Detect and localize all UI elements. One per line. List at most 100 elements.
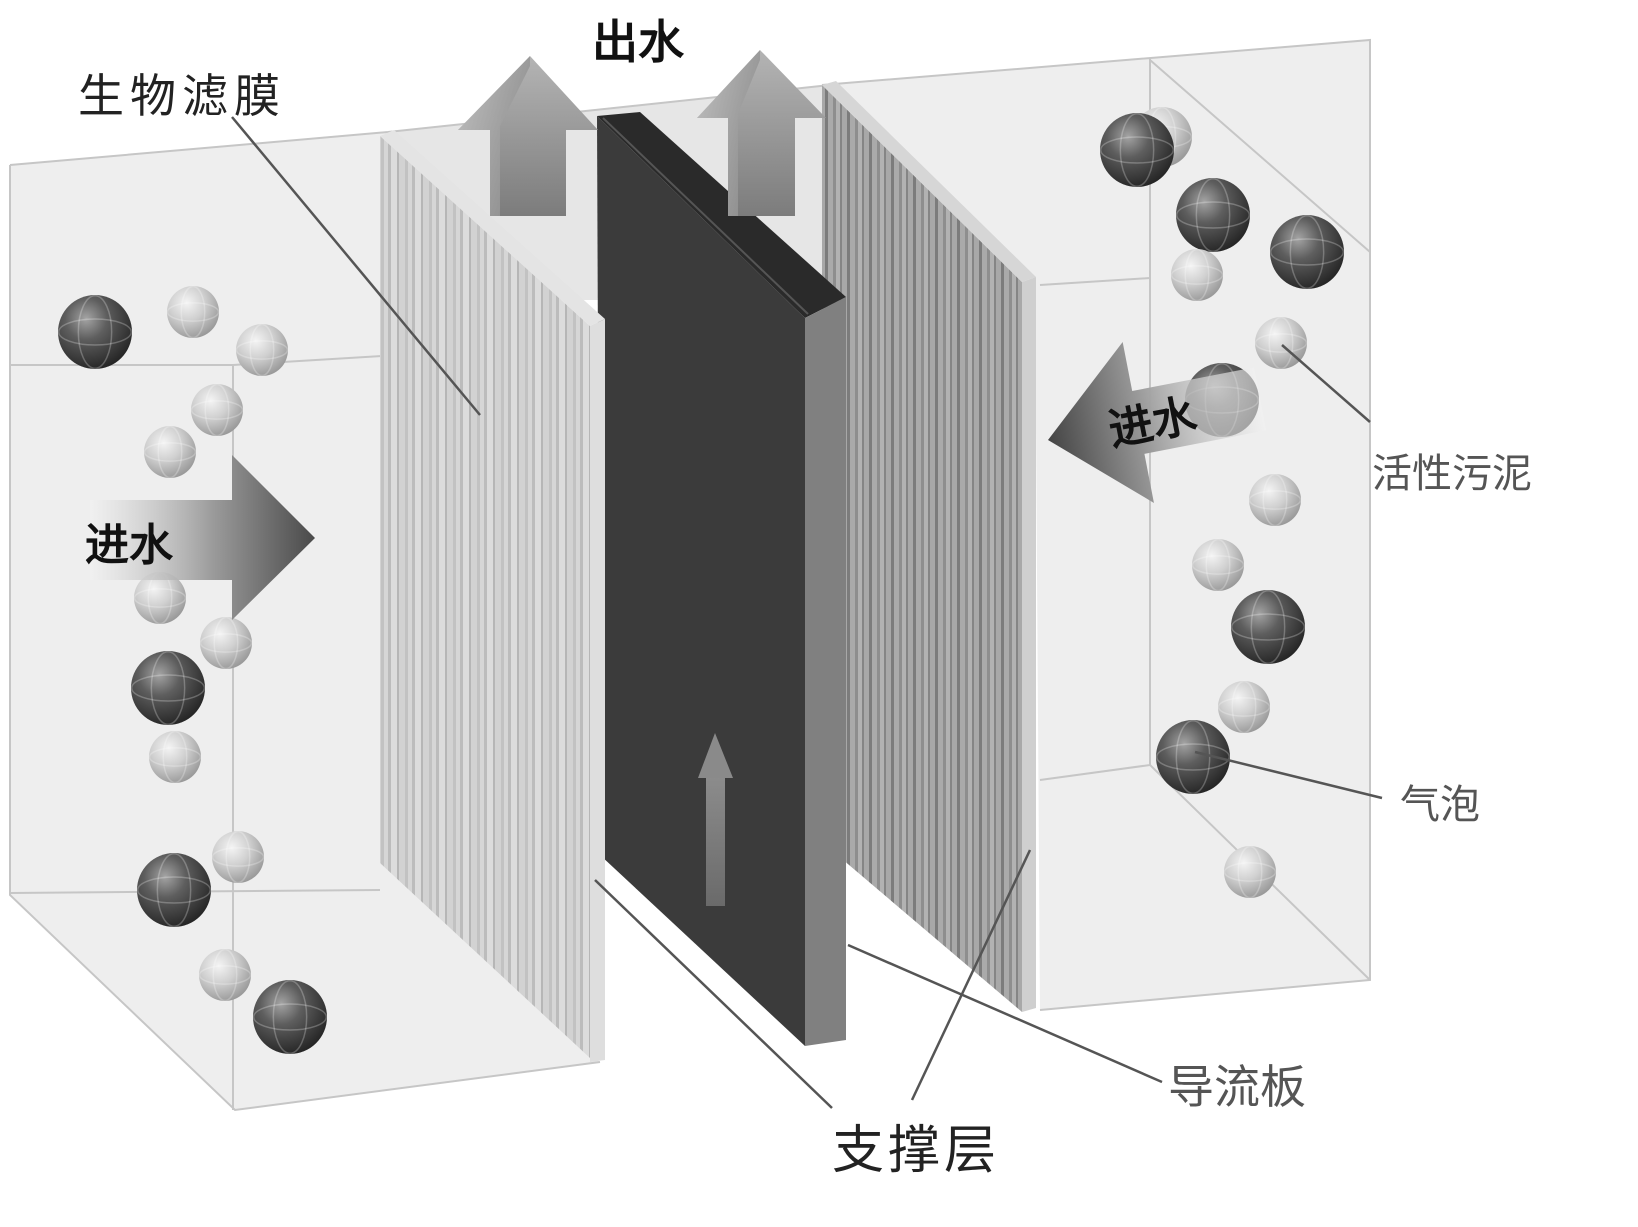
- right-biofilm-membrane: [822, 81, 1036, 1012]
- sludge-particle-body: [1192, 539, 1244, 591]
- sludge-particle-body: [236, 324, 288, 376]
- upflow-arrow: [698, 733, 733, 906]
- air-bubble-body: [1100, 113, 1174, 187]
- air-bubble-body: [1156, 720, 1230, 794]
- guide-plate-side: [805, 297, 846, 1046]
- activated-sludge-label: 活性污泥: [1372, 451, 1532, 497]
- biofilm-leader-line: [231, 116, 481, 416]
- bubble-leader-line: [1194, 750, 1383, 800]
- air-bubble-body: [1231, 590, 1305, 664]
- left-biofilm-membrane: [380, 130, 605, 1062]
- sludge-particle-body: [1224, 846, 1276, 898]
- sludge-particle-body: [1218, 681, 1270, 733]
- air-bubble-body: [131, 651, 205, 725]
- sludge-particle-meridian: [180, 285, 206, 339]
- outlet-arrow-left-shade: [458, 56, 530, 216]
- air-bubble: [252, 979, 328, 1055]
- sludge-particle: [148, 730, 202, 784]
- right-membrane-top-edge: [822, 81, 1036, 282]
- air-bubble-meridian: [1195, 177, 1231, 253]
- guide-plate: [597, 112, 846, 1046]
- air-bubble-body: [253, 980, 327, 1054]
- air-bubble-body: [1270, 215, 1344, 289]
- sludge-particle: [166, 285, 220, 339]
- sludge-particle-meridian: [162, 730, 188, 784]
- sludge-particle-equator: [1254, 333, 1308, 353]
- outlet-arrow-right-shade: [697, 50, 760, 216]
- sludge-particle-equator: [190, 400, 244, 420]
- guide-plate-top: [597, 112, 846, 318]
- air-bubble: [136, 852, 212, 928]
- sludge-particle-equator: [133, 588, 187, 608]
- sludge-particle: [143, 425, 197, 479]
- sludge-particle-meridian: [1262, 473, 1288, 527]
- sludge-particle-equator: [1223, 862, 1277, 882]
- air-bubble-equator: [1230, 613, 1306, 641]
- left-membrane-face: [380, 136, 590, 1058]
- sludge-particle-meridian: [1231, 680, 1257, 734]
- sludge-particle-equator: [211, 847, 265, 867]
- sludge-particle: [1170, 248, 1224, 302]
- sludge-particle: [199, 616, 253, 670]
- air-bubble-equator: [136, 876, 212, 904]
- air-bubble-equator: [1155, 743, 1231, 771]
- sludge-particle-body: [191, 384, 243, 436]
- right-membrane-face: [822, 85, 1022, 1012]
- guide-plate-leader-line: [847, 943, 1163, 1084]
- air-bubble-meridian: [1175, 719, 1211, 795]
- guide-plate-label: 导流板: [1168, 1060, 1306, 1114]
- air-bubble: [1099, 112, 1175, 188]
- sludge-particle: [1217, 680, 1271, 734]
- air-bubble: [57, 294, 133, 370]
- sludge-particle-body: [1171, 249, 1223, 301]
- air-bubble: [1269, 214, 1345, 290]
- air-bubble-equator: [57, 318, 133, 346]
- air-bubble-equator: [1099, 136, 1175, 164]
- inlet-arrow-left: 进水: [85, 455, 315, 620]
- sludge-particle: [1223, 845, 1277, 899]
- outlet-arrow-right: [697, 50, 826, 216]
- sludge-particle: [235, 323, 289, 377]
- sludge-particle-meridian: [1184, 248, 1210, 302]
- biofilm-membrane-label: 生物滤膜: [78, 69, 286, 123]
- sludge-particle-equator: [235, 340, 289, 360]
- support-layer-leader-line-left: [594, 879, 833, 1109]
- sludge-particle: [1248, 473, 1302, 527]
- air-bubble-meridian: [272, 979, 308, 1055]
- sludge-particle-equator: [166, 302, 220, 322]
- sludge-particle-equator: [1191, 555, 1245, 575]
- air-bubble: [1230, 589, 1306, 665]
- air-bubble-meridian: [1119, 112, 1155, 188]
- left-membrane-top-edge: [380, 130, 605, 326]
- sludge-particle-equator: [198, 965, 252, 985]
- sludge-particle-meridian: [204, 383, 230, 437]
- sludge-particle-meridian: [249, 323, 275, 377]
- outlet-label: 出水: [592, 15, 685, 69]
- air-bubble-body: [58, 295, 132, 369]
- sludge-particle-body: [212, 831, 264, 883]
- right-tank-body: [822, 40, 1370, 1010]
- support-layer-label: 支撑层: [832, 1121, 1000, 1181]
- inlet-arrow-right: 进水: [1048, 341, 1267, 503]
- air-bubble: [1155, 719, 1231, 795]
- sludge-particle-meridian: [212, 948, 238, 1002]
- sludge-particle-equator: [199, 633, 253, 653]
- guide-plate-front: [597, 116, 805, 1046]
- upflow-arrow-head: [698, 733, 733, 778]
- right-membrane-side-edge: [1022, 277, 1036, 1012]
- sludge-particle-meridian: [1268, 316, 1294, 370]
- particles: [57, 106, 1345, 1055]
- leader-lines: [231, 116, 1383, 1109]
- sludge-particle-equator: [1217, 697, 1271, 717]
- air-bubble-label: 气泡: [1400, 782, 1480, 828]
- sludge-particle-equator: [148, 747, 202, 767]
- outlet-arrow-left: [458, 56, 598, 216]
- air-bubble-meridian: [156, 852, 192, 928]
- sludge-particle-equator: [143, 442, 197, 462]
- inlet-arrow-left-shape: [90, 455, 315, 620]
- sludge-particle-equator: [1170, 265, 1224, 285]
- air-bubble-body: [137, 853, 211, 927]
- sludge-particle: [1191, 538, 1245, 592]
- upflow-arrow-shaft: [706, 776, 725, 906]
